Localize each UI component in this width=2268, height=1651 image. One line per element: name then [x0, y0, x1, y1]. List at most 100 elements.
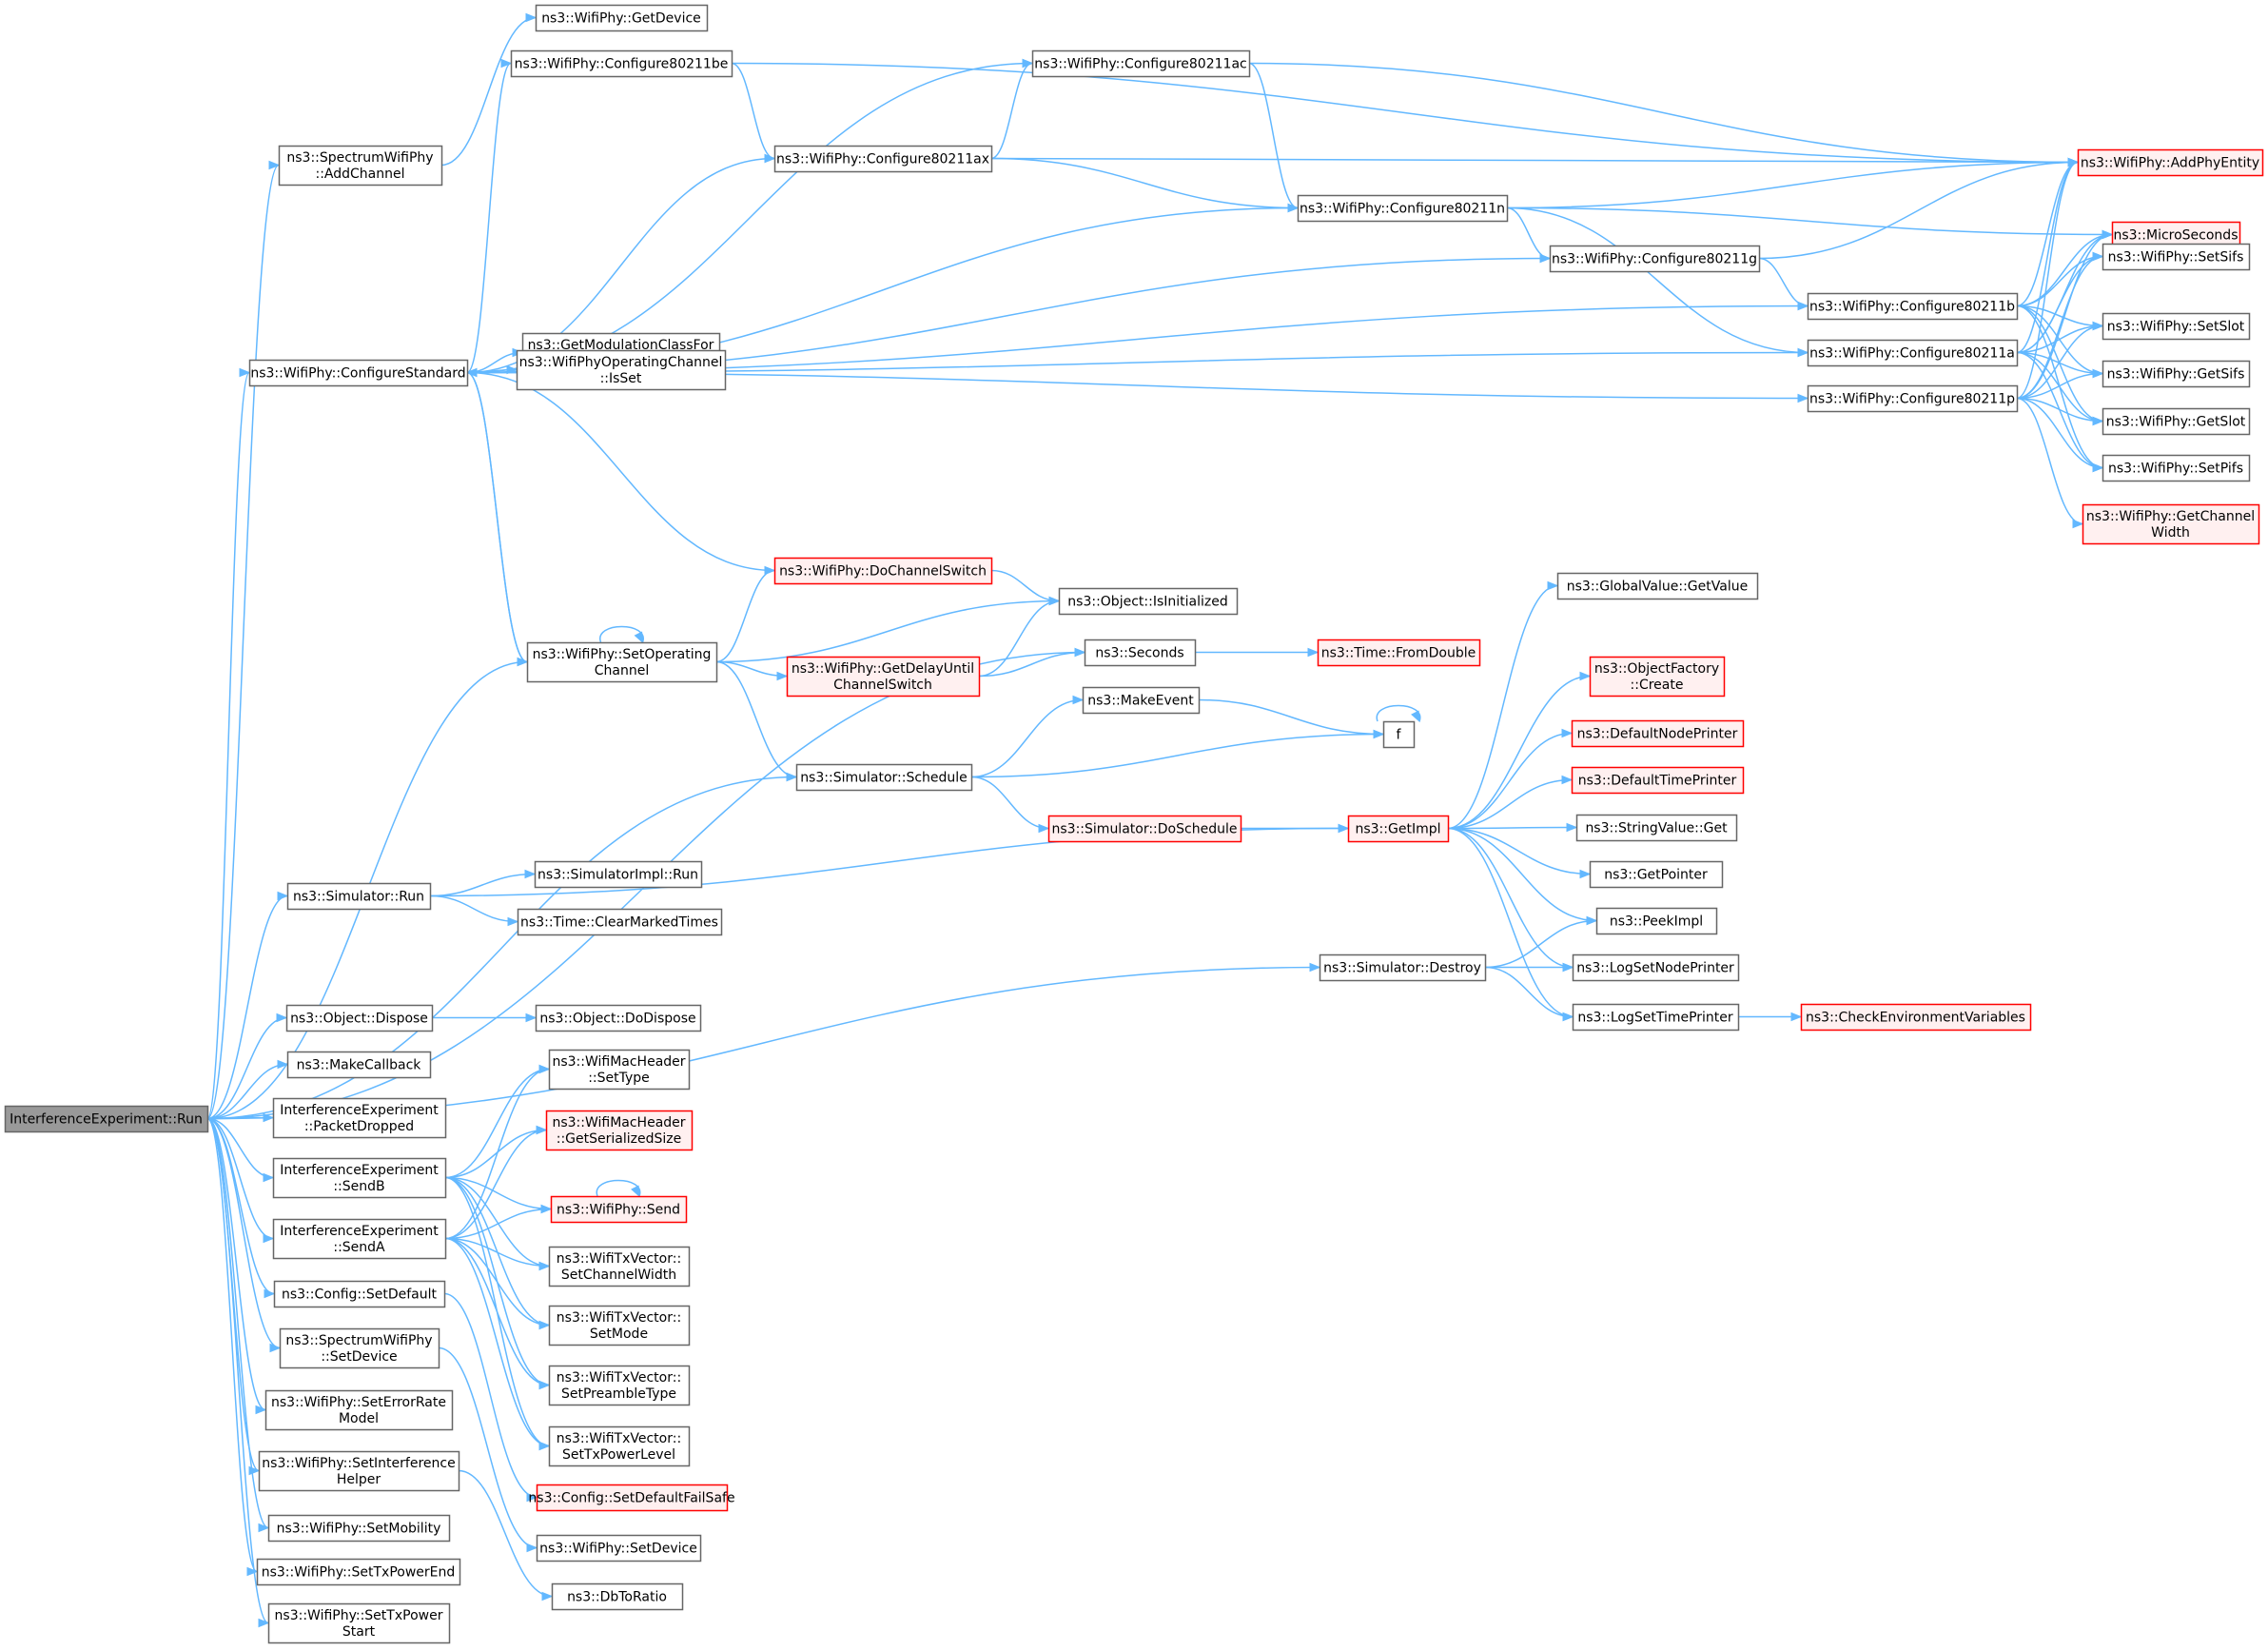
- node-isInit[interactable]: ns3::Object::IsInitialized: [1058, 587, 1239, 616]
- edge-c80211n-to-c80211a: [1506, 206, 1809, 358]
- node-phySetDevice[interactable]: ns3::WifiPhy::SetDevice: [536, 1534, 702, 1563]
- node-dbToRatio[interactable]: ns3::DbToRatio: [551, 1582, 684, 1611]
- node-hdrSetType[interactable]: ns3::WifiMacHeader::SetType: [548, 1049, 691, 1091]
- node-setMobility[interactable]: ns3::WifiPhy::SetMobility: [267, 1514, 451, 1543]
- node-simRun[interactable]: ns3::Simulator::Run: [286, 882, 432, 911]
- node-addChannel[interactable]: ns3::SpectrumWifiPhy::AddChannel: [278, 145, 443, 187]
- node-phySend[interactable]: ns3::WifiPhy::Send: [550, 1195, 688, 1224]
- node-makeEvent[interactable]: ns3::MakeEvent: [1082, 686, 1201, 715]
- node-label: InterferenceExperiment::Run: [10, 1112, 203, 1128]
- node-hdrSerSize[interactable]: ns3::WifiMacHeader::GetSerializedSize: [545, 1110, 694, 1151]
- node-c80211a[interactable]: ns3::WifiPhy::Configure80211a: [1807, 339, 2019, 367]
- edge-arrowhead: [538, 1261, 551, 1271]
- node-strGet[interactable]: ns3::StringValue::Get: [1575, 814, 1738, 842]
- node-objFactory[interactable]: ns3::ObjectFactory::Create: [1589, 656, 1726, 698]
- node-schedule[interactable]: ns3::Simulator::Schedule: [795, 763, 973, 792]
- edge-root-to-addChannel: [206, 160, 281, 1120]
- edge-simRun-to-clearMarked: [429, 894, 519, 927]
- node-defNodePrinter[interactable]: ns3::DefaultNodePrinter: [1571, 719, 1745, 748]
- edge-arrowhead: [764, 153, 776, 164]
- edge-arrowhead: [277, 891, 289, 901]
- node-addPhyEntity[interactable]: ns3::WifiPhy::AddPhyEntity: [2077, 148, 2264, 177]
- edge-configStd-to-c80211be: [466, 58, 513, 374]
- node-checkEnv[interactable]: ns3::CheckEnvironmentVariables: [1800, 1003, 2032, 1032]
- node-c80211be[interactable]: ns3::WifiPhy::Configure80211be: [510, 49, 733, 78]
- node-setSifs[interactable]: ns3::WifiPhy::SetSifs: [2102, 243, 2251, 271]
- node-setSlot[interactable]: ns3::WifiPhy::SetSlot: [2102, 312, 2251, 341]
- node-label: ns3::LogSetTimePrinter: [1577, 1011, 1733, 1026]
- node-c80211ax[interactable]: ns3::WifiPhy::Configure80211ax: [773, 145, 993, 173]
- node-getPointer[interactable]: ns3::GetPointer: [1589, 860, 1724, 889]
- node-seconds[interactable]: ns3::Seconds: [1084, 639, 1197, 667]
- edge-arrowhead: [2092, 368, 2104, 379]
- node-peekImpl[interactable]: ns3::PeekImpl: [1595, 907, 1718, 935]
- edge-c80211be-to-c80211ax: [731, 62, 776, 164]
- node-objDispose[interactable]: ns3::Object::Dispose: [285, 1004, 434, 1032]
- node-c80211b[interactable]: ns3::WifiPhy::Configure80211b: [1807, 292, 2019, 321]
- node-sendA[interactable]: InterferenceExperiment::SendA: [272, 1218, 447, 1260]
- node-objDoDispose[interactable]: ns3::Object::DoDispose: [535, 1004, 702, 1032]
- node-implRun[interactable]: ns3::SimulatorImpl::Run: [534, 860, 703, 889]
- node-txPreamble[interactable]: ns3::WifiTxVector::SetPreambleType: [548, 1365, 691, 1406]
- node-label: ns3::DefaultNodePrinter: [1577, 727, 1738, 742]
- node-makeCallback[interactable]: ns3::MakeCallback: [286, 1051, 432, 1079]
- node-getSifs[interactable]: ns3::WifiPhy::GetSifs: [2102, 360, 2251, 388]
- node-cfgFailSafe[interactable]: ns3::Config::SetDefaultFailSafe: [528, 1484, 735, 1512]
- node-box: [548, 1305, 691, 1346]
- node-c80211n[interactable]: ns3::WifiPhy::Configure80211n: [1297, 194, 1509, 223]
- node-logTime[interactable]: ns3::LogSetTimePrinter: [1572, 1003, 1740, 1032]
- node-c80211ac[interactable]: ns3::WifiPhy::Configure80211ac: [1031, 49, 1251, 78]
- node-fromDouble[interactable]: ns3::Time::FromDouble: [1317, 639, 1481, 667]
- node-txSetMode[interactable]: ns3::WifiTxVector::SetMode: [548, 1305, 691, 1346]
- node-configStd[interactable]: ns3::WifiPhy::ConfigureStandard: [248, 359, 469, 387]
- node-label: ns3::WifiPhy::Configure80211n: [1300, 202, 1505, 217]
- node-txPowerLvl[interactable]: ns3::WifiTxVector::SetTxPowerLevel: [548, 1425, 691, 1467]
- edge-arrowhead: [538, 1320, 551, 1330]
- node-getSlot[interactable]: ns3::WifiPhy::GetSlot: [2102, 407, 2251, 436]
- node-txChanWidth[interactable]: ns3::WifiTxVector::SetChannelWidth: [548, 1246, 691, 1287]
- edge-arrowhead: [1309, 962, 1321, 973]
- node-logNode[interactable]: ns3::LogSetNodePrinter: [1572, 953, 1740, 982]
- node-getImpl[interactable]: ns3::GetImpl: [1347, 815, 1450, 843]
- edge-setOpChan-to-doChanSwitch: [715, 565, 776, 663]
- node-doChanSwitch[interactable]: ns3::WifiPhy::DoChannelSwitch: [773, 557, 993, 585]
- node-label: f: [1397, 728, 1402, 743]
- edge-arrowhead: [1790, 1012, 1803, 1022]
- edge-getImpl-to-strGet: [1447, 822, 1578, 833]
- edge-arrowhead: [1048, 596, 1061, 606]
- node-c80211g[interactable]: ns3::WifiPhy::Configure80211g: [1549, 245, 1761, 273]
- node-label: ns3::MakeEvent: [1087, 694, 1194, 709]
- edge-c80211p-to-getSlot: [2016, 397, 2104, 426]
- node-opChanIsSet[interactable]: ns3::WifiPhyOperatingChannel::IsSet: [516, 349, 727, 391]
- edge-arrowhead: [2102, 229, 2114, 240]
- node-sendB[interactable]: InterferenceExperiment::SendB: [272, 1157, 447, 1199]
- node-label: ns3::WifiPhy::Configure80211b: [1809, 300, 2015, 315]
- node-getDevice[interactable]: ns3::WifiPhy::GetDevice: [535, 4, 709, 32]
- node-f[interactable]: f: [1382, 720, 1416, 749]
- node-setTxPEnd[interactable]: ns3::WifiPhy::SetTxPowerEnd: [256, 1558, 461, 1586]
- node-root[interactable]: InterferenceExperiment::Run: [4, 1105, 209, 1133]
- edge-setOpChan-to-isInit: [715, 596, 1061, 663]
- node-cfgSetDefault[interactable]: ns3::Config::SetDefault: [273, 1280, 446, 1308]
- node-label: Start: [342, 1624, 376, 1640]
- node-defTimePrinter[interactable]: ns3::DefaultTimePrinter: [1571, 766, 1745, 795]
- node-specSetDevice[interactable]: ns3::SpectrumWifiPhy::SetDevice: [279, 1327, 440, 1369]
- node-c80211p[interactable]: ns3::WifiPhy::Configure80211p: [1807, 384, 2019, 413]
- node-simDestroy[interactable]: ns3::Simulator::Destroy: [1319, 953, 1487, 982]
- node-clearMarked[interactable]: ns3::Time::ClearMarkedTimes: [517, 908, 723, 936]
- node-label: ns3::WifiPhy::SetTxPower: [275, 1608, 443, 1623]
- node-doSchedule[interactable]: ns3::Simulator::DoSchedule: [1047, 815, 1242, 843]
- edge-arrowhead: [465, 367, 478, 378]
- edge-c80211p-to-setSlot: [2016, 321, 2104, 400]
- node-setPifs[interactable]: ns3::WifiPhy::SetPifs: [2102, 454, 2251, 482]
- node-globalGetValue[interactable]: ns3::GlobalValue::GetValue: [1556, 572, 1759, 600]
- node-box: [272, 1097, 447, 1139]
- node-box: [273, 1280, 446, 1308]
- node-pktDropped[interactable]: InterferenceExperiment::PacketDropped: [272, 1097, 447, 1139]
